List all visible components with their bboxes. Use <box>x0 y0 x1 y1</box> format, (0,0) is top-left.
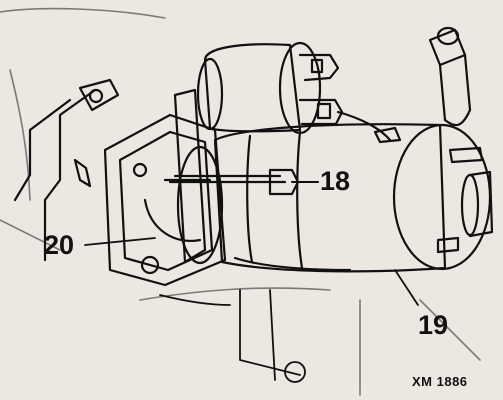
engine-block <box>159 289 306 383</box>
mounting-bracket <box>13 78 120 262</box>
engine-background <box>0 7 481 396</box>
callout-20: 20 <box>44 230 75 260</box>
pressure-switch <box>428 26 472 127</box>
figure-reference-code: XM 1886 <box>412 374 468 389</box>
callout-19: 19 <box>418 310 449 340</box>
flange-plate <box>103 113 227 287</box>
motor-body <box>213 123 494 273</box>
mounting-bolt <box>168 168 319 196</box>
callout-18: 18 <box>320 166 351 196</box>
solenoid <box>196 41 402 144</box>
drive-end-housing <box>163 88 224 265</box>
leader-lines <box>84 237 419 306</box>
